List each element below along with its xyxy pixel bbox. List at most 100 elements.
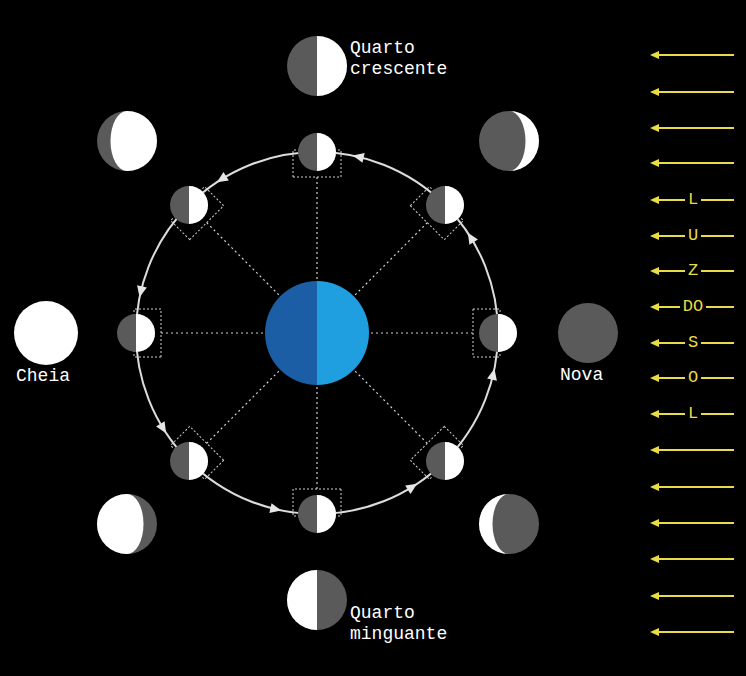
orbit-moon — [410, 186, 464, 240]
orbit-arrowhead — [217, 172, 229, 182]
moon-dark-half — [298, 133, 336, 171]
earth-day-side — [317, 281, 369, 385]
sunlight-ray — [656, 127, 734, 129]
sight-line — [355, 222, 428, 295]
sunlight-ray — [656, 486, 734, 488]
moon-lit-part — [317, 36, 347, 96]
sunlight-ray — [656, 595, 734, 597]
sunlight-arrowhead — [650, 267, 659, 275]
sight-line — [316, 176, 317, 279]
moon-phase-appearance — [97, 111, 157, 171]
moon-disc — [287, 36, 347, 96]
moon-phase-appearance — [287, 36, 347, 96]
sunlight-arrowhead — [650, 483, 659, 491]
phase-label: Nova — [560, 365, 640, 386]
sunlight-ray — [656, 631, 734, 633]
moon-phase-appearance — [479, 111, 539, 171]
sunlight-arrowhead — [650, 446, 659, 454]
sunlight-ray — [656, 91, 734, 93]
phase-label: Quarto crescente — [350, 38, 475, 79]
moon-phase-appearance — [287, 570, 347, 630]
earth — [265, 281, 369, 385]
moon-lit-part — [111, 111, 157, 171]
view-frame — [171, 426, 224, 479]
orbit-moons — [117, 133, 517, 533]
view-frame — [171, 187, 224, 240]
moon-lit-half — [317, 495, 336, 533]
sunlight-arrowhead — [650, 303, 659, 311]
moon-disc — [558, 303, 618, 363]
sunlight-arrowhead — [650, 592, 659, 600]
moon-orbit — [136, 152, 498, 514]
moon-phase-appearance — [558, 303, 618, 363]
sunlight-arrowhead — [650, 232, 659, 240]
moon-dark-half — [426, 442, 464, 480]
moon-lit-half — [445, 442, 464, 480]
sunlight-ray — [656, 558, 734, 560]
phase-label: Cheia — [16, 366, 106, 387]
moon-lit-half — [445, 186, 464, 224]
orbit-arrowhead — [468, 233, 478, 245]
sunlight-arrowhead — [650, 339, 659, 347]
sunlight-letter: S — [685, 333, 701, 353]
orbit-moon — [293, 489, 341, 533]
moon-lit-half — [189, 442, 208, 480]
moon-dark-half — [117, 314, 155, 352]
phase-label: Quarto minguante — [350, 603, 470, 644]
orbit-arrowhead — [405, 484, 417, 494]
orbit-moon — [473, 309, 517, 357]
orbit-arrowhead — [353, 153, 365, 163]
moon-dark-half — [298, 495, 336, 533]
moon-phase-appearance — [14, 301, 78, 365]
moon-phase-appearance — [479, 494, 539, 554]
orbit-moon — [117, 309, 161, 357]
moon-dark-half — [479, 314, 517, 352]
sight-line — [371, 332, 474, 333]
orbit-moon — [170, 186, 224, 240]
view-frame — [134, 309, 161, 357]
moon-lit-part — [97, 494, 144, 554]
sunlight-ray — [656, 449, 734, 451]
sunlight-arrowhead — [650, 519, 659, 527]
view-frame — [410, 426, 463, 479]
moon-disc — [97, 111, 157, 171]
sight-lines — [160, 176, 474, 490]
moon-lit-half — [498, 314, 517, 352]
sunlight-ray — [656, 162, 734, 164]
sunlight-ray — [656, 522, 734, 524]
sight-line — [160, 332, 263, 333]
moon-lit-half — [136, 314, 155, 352]
orbit-moon — [410, 426, 464, 480]
earth-night-side — [265, 281, 317, 385]
sight-line — [316, 387, 317, 490]
moon-phase-appearance — [97, 494, 157, 554]
orbit-arrowhead — [137, 285, 147, 297]
sight-line — [355, 371, 428, 444]
orbit-arrowhead — [269, 503, 281, 513]
moon-lit-half — [189, 186, 208, 224]
orbit-moon — [170, 426, 224, 480]
orbit-moon — [293, 133, 341, 177]
moon-lit-part — [509, 111, 539, 171]
sunlight-arrowhead — [650, 159, 659, 167]
moon-dark-half — [170, 442, 208, 480]
sunlight-arrowhead — [650, 374, 659, 382]
sunlight-arrowhead — [650, 628, 659, 636]
orbit-arrowhead — [156, 421, 166, 433]
view-frame — [410, 187, 463, 240]
sunlight-letter: DO — [680, 297, 706, 317]
moon-dark-half — [170, 186, 208, 224]
moon-disc — [479, 111, 539, 171]
moon-disc — [479, 494, 539, 554]
sunlight-ray — [656, 54, 734, 56]
moon-disc — [14, 301, 78, 365]
sight-line — [206, 371, 279, 444]
moon-lit-half — [317, 133, 336, 171]
sunlight-letter: L — [685, 404, 701, 424]
moon-lit-part — [287, 570, 317, 630]
sunlight-letter: Z — [685, 261, 701, 281]
moon-disc — [287, 570, 347, 630]
sunlight-arrowhead — [650, 88, 659, 96]
moon-dark-half — [426, 186, 464, 224]
